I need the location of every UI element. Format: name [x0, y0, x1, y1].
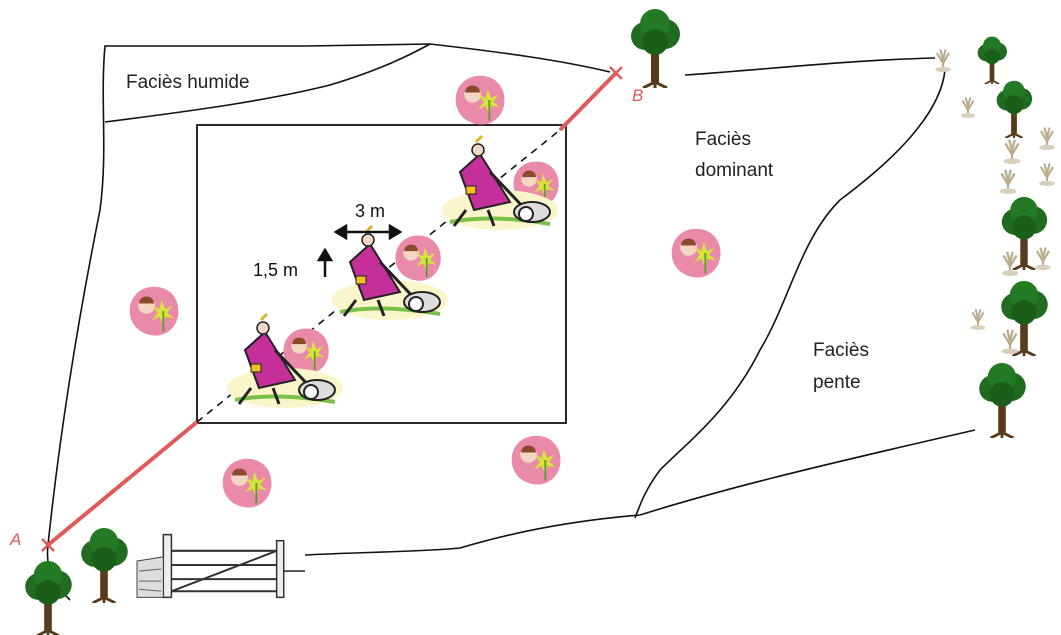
shrub-icon [1002, 138, 1022, 164]
observer-icon [670, 227, 722, 279]
spacing-arrow [333, 223, 403, 241]
point-b-label: B [632, 86, 643, 105]
transect [46, 71, 618, 547]
tree-icon [23, 560, 74, 635]
tree-icon [977, 362, 1028, 438]
fence-gate-icon [135, 533, 307, 599]
observer-icon [510, 434, 562, 486]
observer-icon [394, 234, 442, 282]
observer-icon [454, 74, 506, 126]
shrub-icon [1000, 328, 1020, 354]
zone-label-dominant-line1: Faciès [695, 129, 751, 150]
shrub-icon [1038, 126, 1056, 150]
shrub-icon [998, 168, 1018, 194]
point-a-label: A [9, 530, 21, 549]
shrub-icon [1000, 250, 1020, 276]
height-arrow [316, 247, 334, 277]
tree-icon [999, 280, 1050, 356]
tree-icon [995, 80, 1034, 138]
height-label: 1,5 m [253, 260, 298, 280]
shrub-icon [1038, 162, 1056, 186]
shrub-icon [969, 308, 987, 330]
field-boundary [46, 43, 976, 601]
point-b-marker [609, 66, 623, 80]
tree-icon [79, 527, 130, 603]
shrub-icon [959, 96, 977, 118]
zone-divider-humide [104, 43, 431, 123]
tree-icon [976, 36, 1009, 84]
observer-icon [128, 285, 180, 337]
shrub-icon [934, 48, 952, 72]
spacing-label: 3 m [355, 201, 385, 221]
sampling-plot [196, 124, 567, 424]
point-a-marker [41, 538, 55, 552]
zone-label-dominant-line2: dominant [695, 160, 774, 181]
observer-icon [221, 457, 273, 509]
shrub-icon [1034, 246, 1052, 270]
zone-label-humide: Faciès humide [126, 72, 250, 93]
tree-icon [629, 8, 682, 88]
zone-label-pente-line1: Faciès [813, 340, 869, 361]
zone-divider-pente [634, 69, 946, 519]
zone-label-pente-line2: pente [813, 372, 861, 393]
